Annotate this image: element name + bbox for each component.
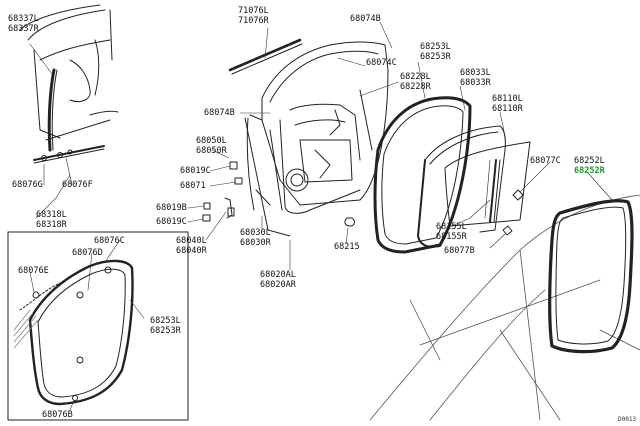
callout-68020[interactable]: 68020AL 68020AR	[260, 270, 296, 290]
callout-68019b[interactable]: 68019B	[156, 203, 187, 213]
door-opening-weatherstrip	[548, 199, 634, 354]
callout-68318-line-2: 68318R	[36, 220, 67, 230]
callout-68074b-top[interactable]: 68074B	[350, 14, 381, 24]
callout-68074b-top-line-1: 68074B	[350, 14, 381, 24]
callout-68155-line-1: 68155L	[436, 222, 467, 232]
callout-68050-line-1: 68050L	[196, 136, 227, 146]
callout-68076c[interactable]: 68076C	[94, 236, 125, 246]
callout-68228[interactable]: 68228L 68228R	[400, 72, 431, 92]
callout-68074c[interactable]: 68074C	[366, 58, 397, 68]
rear-door-inner-panel	[244, 41, 389, 237]
callout-68076e[interactable]: 68076E	[18, 266, 49, 276]
callout-68077b[interactable]: 68077B	[444, 246, 475, 256]
callout-68337[interactable]: 68337L 68337R	[8, 14, 39, 34]
callout-68252-line-2: 68252R	[574, 166, 605, 176]
leader-lines	[29, 21, 613, 411]
callout-68040-line-2: 68040R	[176, 246, 207, 256]
callout-68076c-line-1: 68076C	[94, 236, 125, 246]
callout-68253-top-line-2: 68253R	[420, 52, 451, 62]
inset-door-trim-weatherstrip	[19, 259, 134, 406]
callout-68030-line-2: 68030R	[240, 238, 271, 248]
callout-68074b-left-line-1: 68074B	[204, 108, 235, 118]
inset-frame	[7, 231, 189, 421]
callout-68337-line-2: 68337R	[8, 24, 39, 34]
callout-68030[interactable]: 68030L 68030R	[240, 228, 271, 248]
door-weatherstrip	[373, 96, 472, 254]
callout-68019c-2[interactable]: 68019C	[156, 217, 187, 227]
callout-68033-line-1: 68033L	[460, 68, 491, 78]
callout-68019b-line-1: 68019B	[156, 203, 187, 213]
callout-68253-inset-line-2: 68253R	[150, 326, 181, 336]
callout-68110-line-1: 68110L	[492, 94, 523, 104]
callout-68019c-1[interactable]: 68019C	[180, 166, 211, 176]
callout-71076[interactable]: 71076L 71076R	[238, 6, 269, 26]
callout-68155-line-2: 68155R	[436, 232, 467, 242]
callout-68076f[interactable]: 68076F	[62, 180, 93, 190]
callout-68077c-line-1: 68077C	[530, 156, 561, 166]
door-corner-detail	[19, 4, 119, 141]
callout-68110[interactable]: 68110L 68110R	[492, 94, 523, 114]
callout-68253-inset[interactable]: 68253L 68253R	[150, 316, 181, 336]
callout-68076g[interactable]: 68076G	[12, 180, 43, 190]
callout-68019c-2-line-1: 68019C	[156, 217, 187, 227]
callout-68253-top[interactable]: 68253L 68253R	[420, 42, 451, 62]
callout-68040-line-1: 68040L	[176, 236, 207, 246]
callout-68076b[interactable]: 68076B	[42, 410, 73, 420]
belt-molding	[33, 145, 105, 164]
callout-68228-line-1: 68228L	[400, 72, 431, 82]
callout-68033-line-2: 68033R	[460, 78, 491, 88]
callout-68215[interactable]: 68215	[334, 242, 360, 252]
callout-68110-line-2: 68110R	[492, 104, 523, 114]
callout-68215-line-1: 68215	[334, 242, 360, 252]
callout-68076f-line-1: 68076F	[62, 180, 93, 190]
callout-68033[interactable]: 68033L 68033R	[460, 68, 491, 88]
callout-68318-line-1: 68318L	[36, 210, 67, 220]
callout-68050-line-2: 68050R	[196, 146, 227, 156]
callout-71076-line-1: 71076L	[238, 6, 269, 16]
callout-68318[interactable]: 68318L 68318R	[36, 210, 67, 230]
callout-68019c-1-line-1: 68019C	[180, 166, 211, 176]
glass-division-channel	[489, 159, 501, 223]
callout-68253-top-line-1: 68253L	[420, 42, 451, 52]
callout-68252-line-1: 68252L	[574, 156, 605, 166]
clip-parts	[202, 161, 524, 236]
callout-68050[interactable]: 68050L 68050R	[196, 136, 227, 156]
callout-68076d-line-1: 68076D	[72, 248, 103, 258]
callout-68076e-line-1: 68076E	[18, 266, 49, 276]
callout-68228-line-2: 68228R	[400, 82, 431, 92]
callout-68252[interactable]: 68252L 68252R	[574, 156, 605, 176]
callout-68077b-line-1: 68077B	[444, 246, 475, 256]
diagram-code: D0013	[618, 416, 637, 423]
corner-trim-part	[47, 68, 58, 152]
callout-68040[interactable]: 68040L 68040R	[176, 236, 207, 256]
callout-68020-line-1: 68020AL	[260, 270, 296, 280]
callout-71076-line-2: 71076R	[238, 16, 269, 26]
door-glass	[444, 141, 531, 227]
callout-68071[interactable]: 68071	[180, 181, 206, 191]
callout-68155[interactable]: 68155L 68155R	[436, 222, 467, 242]
callout-68076d[interactable]: 68076D	[72, 248, 103, 258]
callout-68253-inset-line-1: 68253L	[150, 316, 181, 326]
callout-68020-line-2: 68020AR	[260, 280, 296, 290]
callout-68077c[interactable]: 68077C	[530, 156, 561, 166]
callout-68076g-line-1: 68076G	[12, 180, 43, 190]
inset-hatch	[13, 309, 39, 349]
callout-68076b-line-1: 68076B	[42, 410, 73, 420]
callout-68074b-left[interactable]: 68074B	[204, 108, 235, 118]
callout-68337-line-1: 68337L	[8, 14, 39, 24]
callout-68030-line-1: 68030L	[240, 228, 271, 238]
callout-68074c-line-1: 68074C	[366, 58, 397, 68]
callout-68071-line-1: 68071	[180, 181, 206, 191]
